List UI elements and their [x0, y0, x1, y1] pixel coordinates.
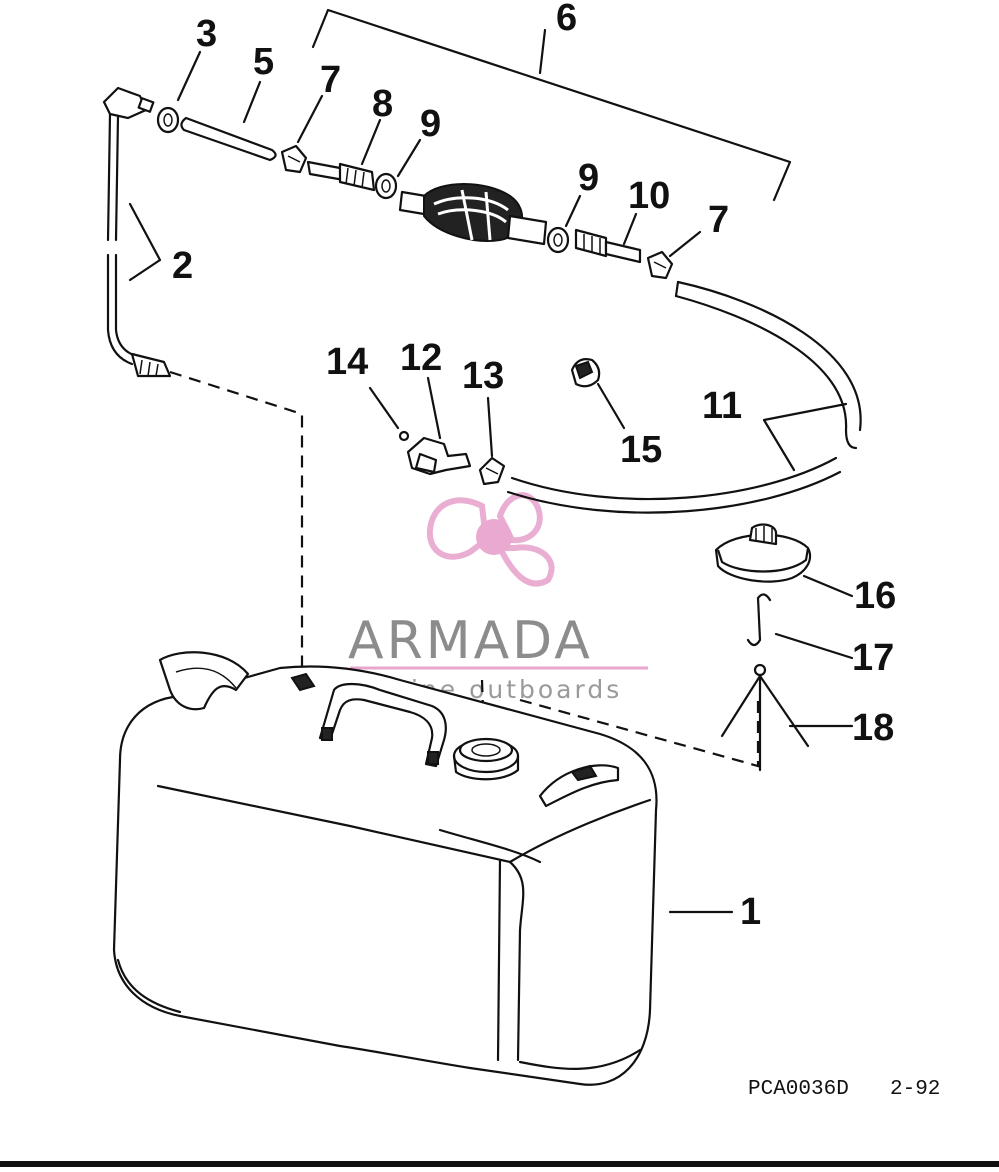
- clamp-3: [156, 106, 180, 134]
- leader-7b: [668, 230, 702, 258]
- leader-9b: [564, 194, 582, 228]
- leader-10: [622, 212, 638, 246]
- hose-5: [180, 116, 277, 162]
- fuel-tank-1: [112, 651, 658, 1086]
- leader-8: [360, 118, 382, 166]
- watermark: ARMADA marine outboards: [348, 492, 648, 704]
- leader-11: [762, 402, 848, 472]
- callout-13: 13: [462, 355, 504, 397]
- callout-15: 15: [620, 429, 662, 471]
- tank-fill-neck: [452, 737, 520, 781]
- callout-6: 6: [556, 0, 577, 39]
- fuel-line-assembly: [102, 8, 862, 514]
- engine-connector: [102, 86, 172, 378]
- drawing-code: PCA0036D: [748, 1078, 849, 1101]
- callout-5: 5: [253, 41, 274, 83]
- connector-8: [306, 160, 376, 192]
- clamp-9-left: [374, 172, 398, 200]
- callout-14: 14: [326, 341, 368, 383]
- chain-hook-17: [746, 593, 772, 647]
- leader-2: [128, 202, 162, 282]
- leader-13: [486, 396, 494, 458]
- callout-9-left: 9: [420, 103, 441, 145]
- tank-top-handle: [318, 682, 447, 768]
- leader-17: [774, 632, 854, 660]
- leader-7a: [296, 94, 324, 144]
- clamp-7-right: [646, 250, 674, 280]
- clamp-7-left: [280, 144, 308, 174]
- hose-11: [506, 280, 862, 514]
- callout-1: 1: [740, 891, 761, 933]
- leader-15: [596, 382, 626, 430]
- callout-9-right: 9: [578, 157, 599, 199]
- callout-7-left: 7: [320, 59, 341, 101]
- leader-14: [368, 386, 400, 430]
- callout-2: 2: [172, 245, 193, 287]
- leader-9a: [396, 138, 422, 178]
- chain-18: [720, 663, 810, 772]
- primer-bulb: [398, 183, 548, 246]
- tank-handle-left: [158, 651, 250, 711]
- leader-3: [176, 50, 202, 102]
- bottom-border: [0, 1161, 999, 1167]
- leader-6: [538, 28, 547, 75]
- bracket-6: [311, 8, 792, 202]
- tank-gauge: [538, 764, 620, 808]
- callout-numbers: 3 5 6 7 8 9 9 10 7 2 14 12 13 11 15 16 1…: [172, 0, 896, 933]
- leader-16: [802, 574, 854, 598]
- callout-7-right: 7: [708, 199, 729, 241]
- callout-17: 17: [852, 637, 894, 679]
- tank-vent-screw: [290, 672, 316, 692]
- drawing-date: 2-92: [890, 1078, 940, 1101]
- callout-18: 18: [852, 707, 894, 749]
- cap-15: [570, 358, 601, 388]
- clamp-13: [478, 456, 506, 486]
- tank-connector-12: [406, 436, 472, 476]
- callout-8: 8: [372, 83, 393, 125]
- callout-12: 12: [400, 337, 442, 379]
- leader-5: [242, 80, 262, 124]
- callout-16: 16: [854, 575, 896, 617]
- o-ring-14: [398, 430, 410, 442]
- connector-10: [574, 228, 642, 264]
- callout-3: 3: [196, 13, 217, 55]
- leader-12: [426, 376, 442, 440]
- callout-10: 10: [628, 175, 670, 217]
- propeller-logo-icon: [426, 492, 555, 587]
- filler-cap-16: [714, 523, 812, 583]
- clamp-9-right: [546, 226, 570, 254]
- watermark-brand: ARMADA: [348, 611, 593, 671]
- callout-11: 11: [702, 385, 742, 427]
